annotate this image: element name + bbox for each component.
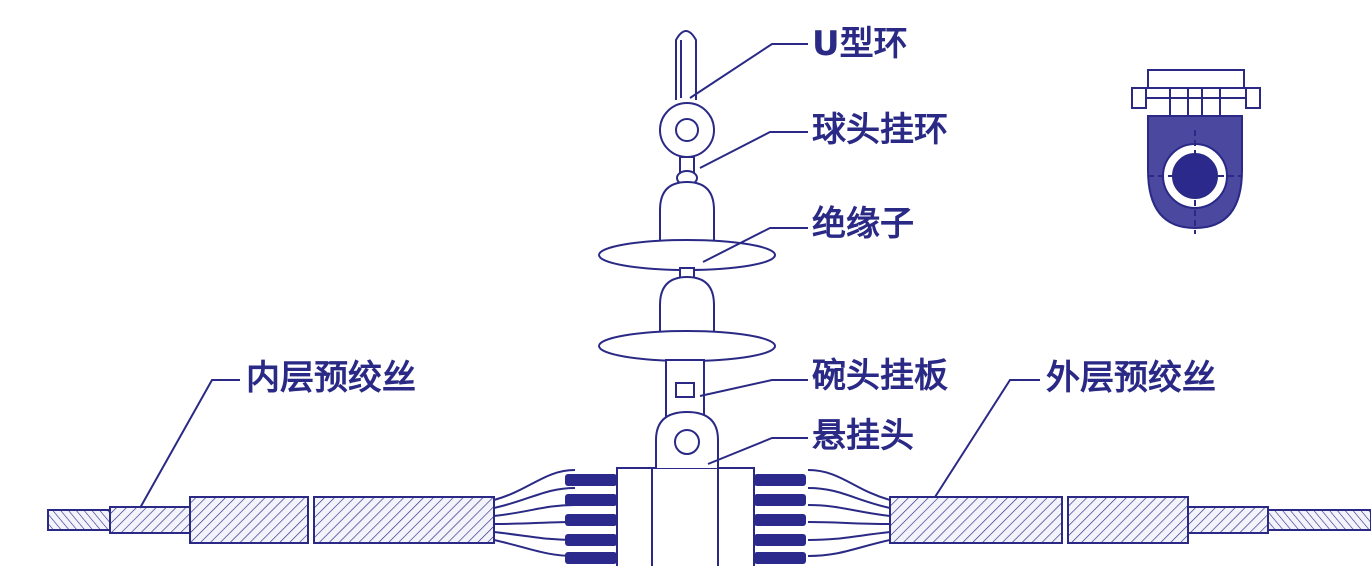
inner-armor-right	[1187, 506, 1269, 534]
outer-armor-right-1	[889, 496, 1063, 544]
suspension-string	[598, 30, 776, 468]
leader-inner-armor	[139, 379, 240, 509]
conductor-assembly	[47, 467, 1371, 566]
conductor-left-end	[47, 509, 111, 531]
label-u-ring: U型环	[812, 24, 908, 64]
inner-armor-left	[109, 506, 191, 534]
insulator-shed-1	[598, 239, 776, 271]
clamp-body	[616, 467, 755, 566]
leader-suspension-head	[707, 437, 808, 465]
label-outer-armor-rods: 外层预绞丝	[1046, 358, 1216, 398]
u-ring-shape	[675, 30, 697, 100]
conductor-right-end	[1267, 509, 1371, 531]
insulator-cap-2	[659, 275, 715, 339]
leader-u-ring	[689, 43, 808, 99]
label-suspension-head: 悬挂头	[812, 416, 914, 456]
leader-lines	[139, 43, 1040, 509]
label-ball-eye: 球头挂环	[812, 110, 948, 150]
insulator-shed-2	[598, 330, 776, 362]
label-insulator: 绝缘子	[812, 204, 914, 244]
label-socket-plate: 碗头挂板	[812, 356, 948, 396]
outer-armor-left-2	[313, 496, 495, 544]
outer-armor-right-2	[1067, 496, 1189, 544]
leader-outer-armor	[934, 379, 1040, 498]
leader-ball-eye	[699, 131, 808, 169]
u-ring-detail-inset	[1131, 69, 1261, 234]
leader-insulator	[702, 227, 808, 263]
outer-armor-left-1	[189, 496, 309, 544]
rubber-insert-left	[565, 474, 617, 564]
leader-socket-plate	[699, 379, 808, 397]
rubber-insert-right	[754, 474, 806, 564]
label-inner-armor-rods: 内层预绞丝	[246, 358, 416, 398]
insulator-cap-1	[659, 180, 715, 246]
